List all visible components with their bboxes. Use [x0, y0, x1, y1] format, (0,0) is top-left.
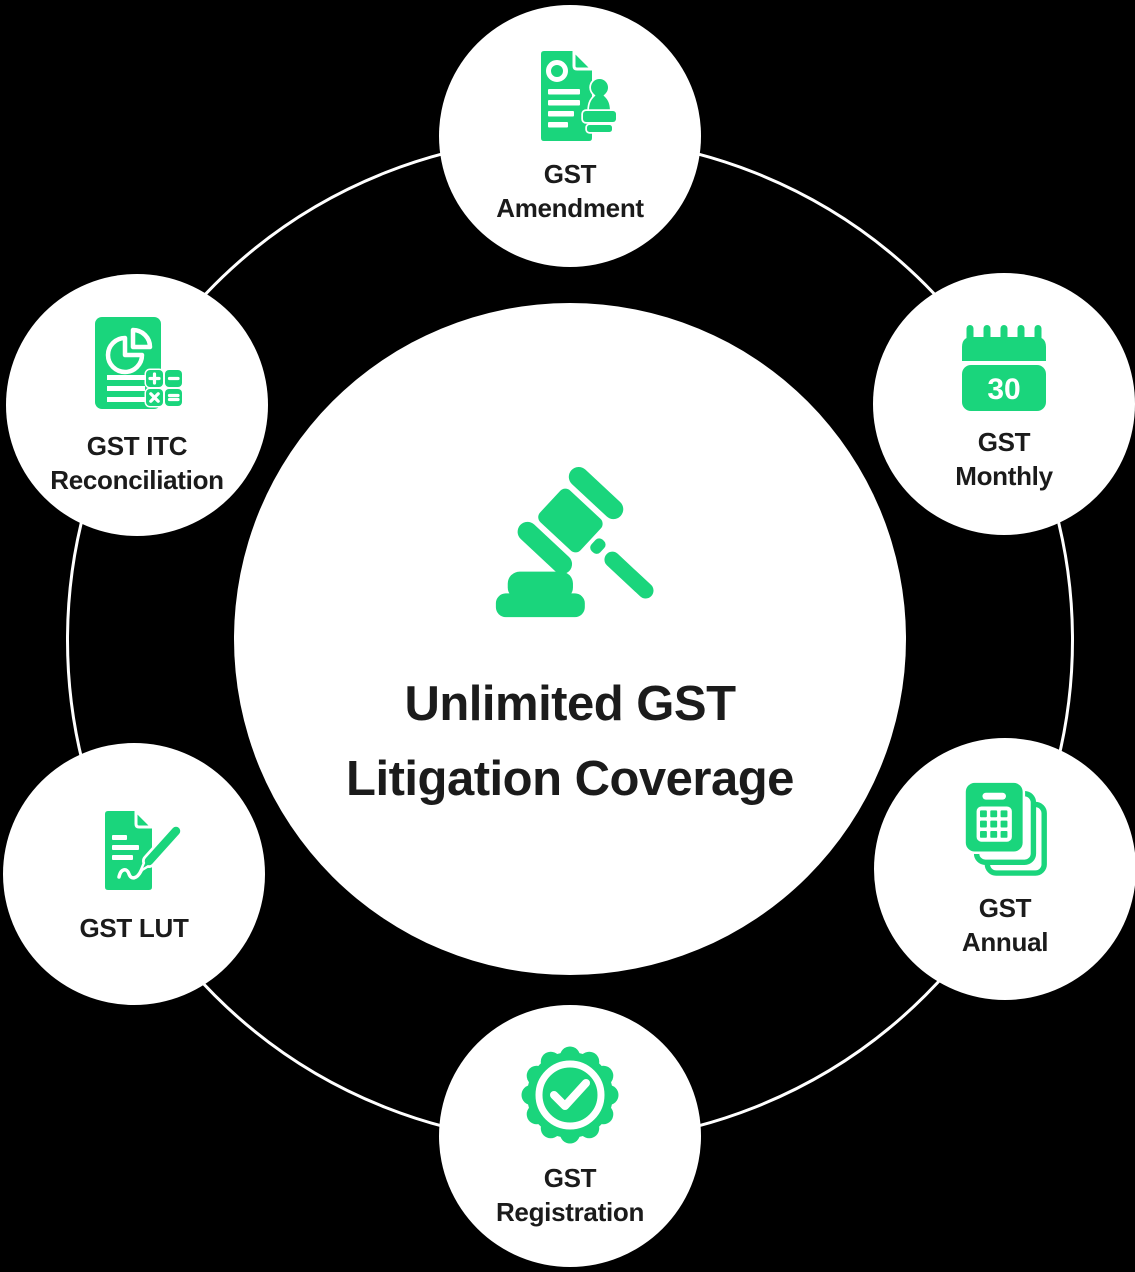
- satellite-gst-amendment: GST Amendment: [439, 5, 701, 267]
- label-line2: Annual: [961, 927, 1049, 957]
- document-stamp-icon: [541, 49, 618, 141]
- label-line1: GST: [978, 893, 1032, 923]
- label-line1: GST ITC: [86, 431, 188, 461]
- satellite-gst-annual: GST Annual: [874, 738, 1135, 1000]
- label-line1: GST: [543, 1163, 597, 1193]
- satellite-gst-monthly: 30 GST Monthly: [873, 273, 1135, 535]
- satellite-gst-lut: GST LUT: [3, 743, 265, 1005]
- label-line2: Monthly: [955, 461, 1053, 491]
- center-title: Unlimited GST Litigation Coverage: [346, 667, 794, 817]
- label-line1: GST LUT: [79, 913, 189, 943]
- satellite-label: GST Annual: [961, 891, 1049, 959]
- satellite-label: GST ITC Reconciliation: [50, 429, 224, 497]
- stacked-returns-icon: [963, 780, 1047, 876]
- label-line2: Amendment: [496, 193, 644, 223]
- calendar-day-number: 30: [987, 373, 1020, 406]
- satellite-gst-registration: GST Registration: [439, 1005, 701, 1267]
- calendar-30-icon: 30: [962, 325, 1046, 411]
- satellite-label: GST Amendment: [496, 157, 644, 225]
- satellite-gst-itc-reconciliation: GST ITC Reconciliation: [6, 274, 268, 536]
- center-circle: Unlimited GST Litigation Coverage: [234, 303, 906, 975]
- label-line2: Registration: [495, 1197, 645, 1227]
- center-title-line2: Litigation Coverage: [346, 752, 794, 806]
- gavel-icon: [495, 466, 654, 618]
- label-line2: Reconciliation: [50, 465, 224, 495]
- report-calculator-icon: [95, 317, 184, 409]
- label-line1: GST: [543, 159, 597, 189]
- label-line1: GST: [977, 427, 1031, 457]
- satellite-label: GST LUT: [79, 911, 188, 945]
- center-title-line1: Unlimited GST: [404, 677, 736, 731]
- satellite-label: GST Monthly: [955, 425, 1053, 493]
- gavel-base: [495, 571, 585, 618]
- satellite-label: GST Registration: [496, 1161, 644, 1229]
- badge-check-icon: [521, 1046, 619, 1144]
- document-signature-icon: [105, 809, 183, 890]
